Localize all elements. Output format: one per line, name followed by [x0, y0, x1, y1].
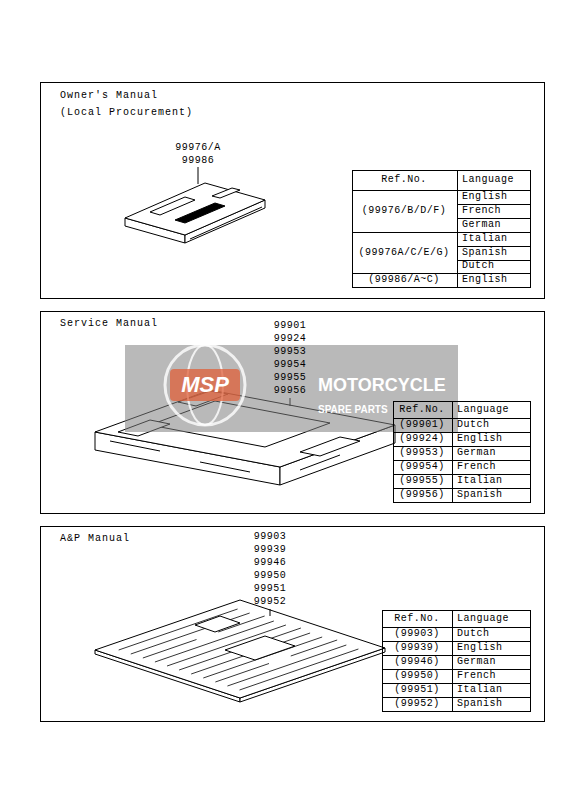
leader-line	[270, 609, 271, 616]
callout-number: 99955	[274, 372, 307, 384]
text-line	[143, 640, 197, 659]
language-cell: English	[462, 191, 508, 203]
owners-manual-book	[125, 167, 265, 243]
callout-number: 99953	[274, 346, 307, 358]
callout-number: 99954	[274, 359, 307, 371]
ref-cell: (99976A/C/E/G)	[358, 247, 449, 259]
cover-mark	[150, 197, 195, 215]
sheet-picture	[225, 636, 295, 660]
table-header: Ref.No.	[381, 174, 427, 186]
watermark-logo-text: MSP	[181, 373, 229, 397]
ref-cell: (99976/B/D/F)	[362, 205, 447, 217]
callout-number: 99951	[254, 583, 287, 595]
callout-number: 99956	[274, 385, 307, 397]
sheet-face	[95, 600, 385, 698]
page-line	[190, 207, 262, 239]
watermark-globe	[165, 345, 245, 425]
callout-number: 99903	[254, 531, 287, 543]
owners-table-grid	[352, 170, 531, 288]
text-line	[203, 637, 322, 678]
sheet-picture	[195, 616, 240, 632]
language-cell: Spanish	[457, 698, 503, 710]
text-line	[191, 633, 310, 674]
spine-line	[110, 441, 160, 451]
callout-number: 99950	[254, 570, 287, 582]
language-cell: French	[462, 205, 501, 217]
leader-line	[198, 167, 199, 184]
language-cell: German	[457, 447, 496, 459]
ref-cell: (99986/A~C)	[368, 274, 440, 286]
callout-number: 99939	[254, 544, 287, 556]
ap-table-grid	[382, 610, 531, 712]
language-cell: Dutch	[457, 419, 490, 431]
ref-cell: (99953)	[399, 447, 445, 459]
ref-cell: (99955)	[399, 475, 445, 487]
ref-cell: (99954)	[399, 461, 445, 473]
language-cell: Dutch	[457, 628, 490, 640]
service-table-grid	[393, 401, 531, 503]
table-header: Language	[457, 613, 509, 625]
ap-manual-sheet	[95, 600, 385, 702]
table-header: Ref.No.	[399, 404, 445, 416]
callout-number: 99952	[254, 596, 287, 608]
ref-cell: (99956)	[399, 489, 445, 501]
table-header: Language	[457, 404, 509, 416]
callout-number: 99924	[274, 333, 307, 345]
text-line	[179, 652, 233, 671]
language-cell: English	[457, 642, 503, 654]
language-cell: Spanish	[462, 247, 508, 259]
language-cell: English	[462, 274, 508, 286]
watermark-text: MOTORCYCLE	[318, 376, 446, 396]
panel-heading: Owner's Manual (Local Procurement)	[60, 87, 200, 121]
ref-cell: (99939)	[394, 642, 440, 654]
text-lines	[119, 609, 359, 690]
ref-cell: (99950)	[394, 670, 440, 682]
cover-mark	[212, 188, 240, 198]
language-cell: German	[457, 656, 496, 668]
spine-line	[300, 455, 340, 470]
panel-heading: Service Manual	[60, 315, 158, 332]
language-cell: Italian	[462, 233, 508, 245]
callout-number: 99946	[254, 557, 287, 569]
ref-cell: (99924)	[399, 433, 445, 445]
cover-mark	[175, 203, 225, 223]
ref-cell: (99903)	[394, 628, 440, 640]
watermark-logo	[170, 369, 240, 401]
text-line	[215, 664, 269, 683]
spine-line	[200, 462, 250, 472]
language-cell: French	[457, 461, 496, 473]
callout-number: 99901	[274, 320, 307, 332]
panel-heading: A&P Manual	[60, 530, 130, 547]
cover-mark	[300, 437, 360, 456]
callout-number: 99986	[182, 155, 215, 167]
language-cell: Italian	[457, 475, 503, 487]
table-header: Language	[462, 174, 514, 186]
text-line	[291, 640, 337, 656]
ref-cell: (99901)	[399, 419, 445, 431]
table-header: Ref.No.	[394, 613, 440, 625]
ref-cell: (99946)	[394, 656, 440, 668]
language-cell: Spanish	[457, 489, 503, 501]
language-cell: German	[462, 219, 501, 231]
watermark-text: SPARE PARTS	[318, 404, 388, 415]
language-cell: Italian	[457, 684, 503, 696]
language-cell: Dutch	[462, 260, 495, 272]
language-cell: French	[457, 670, 496, 682]
ref-cell: (99952)	[394, 698, 440, 710]
ref-cell: (99951)	[394, 684, 440, 696]
book-cover	[125, 183, 265, 235]
language-cell: English	[457, 433, 503, 445]
callout-number: 99976/A	[175, 142, 221, 154]
